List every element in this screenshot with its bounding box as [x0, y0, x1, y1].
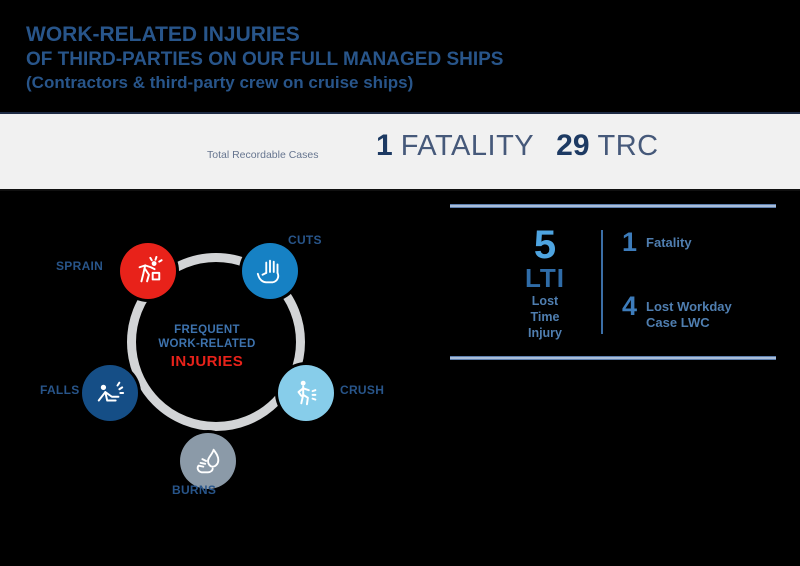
back-strain-icon	[133, 256, 163, 286]
node-label-cuts: CUTS	[288, 233, 322, 247]
panel-rule-bottom	[450, 356, 776, 360]
title-line-2: OF THIRD-PARTIES ON OUR FULL MANAGED SHI…	[26, 49, 504, 71]
crush-person-icon	[291, 378, 321, 408]
lti-item-label-line-1: Lost Workday	[646, 298, 732, 314]
title-line-3: (Contractors & third-party crew on cruis…	[26, 73, 414, 93]
hand-flame-icon	[193, 446, 223, 476]
lti-expansion-line-2: Time	[530, 310, 560, 325]
lti-item-count: 1	[622, 227, 638, 257]
lti-summary: 5 LTI Lost Time Injury	[502, 223, 588, 341]
panel-rule-top	[450, 204, 776, 208]
person-falling-icon	[95, 378, 125, 408]
lti-expansion-line-3: Injury	[527, 326, 563, 341]
lti-item-lost-workday: 4 Lost Workday Case LWC	[622, 290, 772, 332]
node-sprain[interactable]	[120, 243, 176, 299]
diagram-center-label: FREQUENT WORK-RELATED INJURIES	[127, 323, 287, 372]
node-label-falls: FALLS	[40, 383, 80, 397]
stat-trc: 29 TRC	[556, 131, 658, 161]
summary-stats-band: 1 FATALITY 29 TRC Total Recordable Cases	[0, 112, 800, 191]
lti-item-list: 1 Fatality 4 Lost Workday Case LWC	[622, 227, 772, 332]
lti-breakdown-panel: 5 LTI Lost Time Injury 1 Fatality 4 Lost…	[450, 204, 776, 360]
hand-cut-icon	[255, 256, 285, 286]
fatality-label: FATALITY	[400, 130, 535, 162]
panel-vertical-divider	[601, 230, 603, 334]
stat-fatality: 1 FATALITY	[376, 131, 534, 161]
node-burns[interactable]	[180, 433, 236, 489]
lti-item-fatality: 1 Fatality	[622, 227, 772, 257]
lti-item-count: 4	[622, 290, 638, 321]
center-line-1: FREQUENT	[174, 324, 240, 336]
lti-expansion-line-1: Lost	[531, 294, 559, 309]
title-line-1: WORK-RELATED INJURIES	[26, 23, 300, 46]
node-label-crush: CRUSH	[340, 383, 385, 397]
trc-sublabel: Total Recordable Cases	[207, 149, 319, 161]
summary-stats-group: 1 FATALITY 29 TRC	[376, 131, 659, 161]
fatality-count: 1	[376, 129, 393, 162]
node-crush[interactable]	[278, 365, 334, 421]
node-cuts[interactable]	[242, 243, 298, 299]
center-line-3: INJURIES	[170, 352, 244, 370]
lti-item-label: Lost Workday Case LWC	[646, 294, 732, 332]
lti-item-label: Fatality	[646, 230, 692, 251]
node-falls[interactable]	[82, 365, 138, 421]
page-title: WORK-RELATED INJURIES OF THIRD-PARTIES O…	[26, 22, 766, 94]
node-label-burns: BURNS	[172, 483, 217, 497]
center-line-2: WORK-RELATED	[158, 338, 256, 351]
connector-ring	[127, 253, 305, 431]
node-label-sprain: SPRAIN	[56, 259, 104, 273]
frequent-injuries-diagram: FREQUENT WORK-RELATED INJURIES SPRAIN	[20, 205, 420, 515]
trc-count: 29	[556, 129, 590, 162]
lti-expansion: Lost Time Injury	[502, 293, 588, 341]
lti-item-label-line-2: Case LWC	[646, 314, 710, 330]
trc-label: TRC	[597, 130, 659, 162]
lti-item-label-line-1: Fatality	[646, 235, 692, 250]
lti-count: 5	[533, 223, 557, 267]
lti-abbreviation: LTI	[524, 263, 566, 293]
